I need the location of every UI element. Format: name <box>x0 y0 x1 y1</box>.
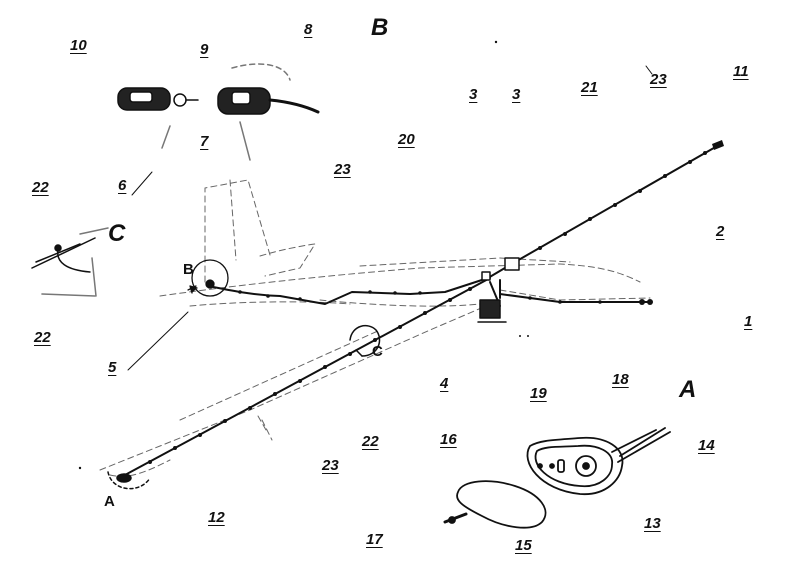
callout-11: 11 <box>733 63 749 80</box>
callout-18: 18 <box>612 371 629 388</box>
callout-13: 13 <box>644 515 661 532</box>
callout-6: 6 <box>118 177 127 194</box>
specks <box>78 40 529 470</box>
main-harness <box>124 144 720 476</box>
callout-16: 16 <box>440 431 457 448</box>
section-c-arc <box>349 324 381 357</box>
leader-lines <box>127 65 653 371</box>
detail-c <box>31 227 109 297</box>
wingtip-light-a <box>107 471 151 490</box>
callout-9: 9 <box>200 41 209 58</box>
callout-22-bottom: 22 <box>362 433 379 450</box>
right-wingtip-light <box>639 140 724 305</box>
junction-box <box>477 257 520 323</box>
callout-2: 2 <box>716 223 725 240</box>
view-label-c: C <box>108 220 126 247</box>
callout-1: 1 <box>744 313 753 330</box>
callout-20: 20 <box>398 131 415 148</box>
callout-19: 19 <box>530 385 547 402</box>
callout-23-mid: 23 <box>334 161 351 178</box>
callout-8: 8 <box>304 21 313 38</box>
harness-clips <box>148 151 707 464</box>
callout-12: 12 <box>208 509 225 526</box>
callout-15: 15 <box>515 537 532 554</box>
callout-4: 4 <box>440 375 449 392</box>
view-label-a: A <box>679 376 697 403</box>
callout-17: 17 <box>366 531 383 548</box>
callout-22-c: 22 <box>34 329 51 346</box>
callout-3a: 3 <box>469 86 478 103</box>
callout-23-top: 23 <box>650 71 667 88</box>
view-label-b: B <box>371 14 389 41</box>
callout-14: 14 <box>698 437 715 454</box>
callout-5: 5 <box>108 359 117 376</box>
tail-light-b <box>187 259 229 297</box>
callout-3b: 3 <box>512 86 521 103</box>
section-mark-b: B <box>183 261 194 278</box>
section-mark-a: A <box>104 493 115 510</box>
callout-22-left: 22 <box>32 179 49 196</box>
callout-7: 7 <box>200 133 209 150</box>
callout-10: 10 <box>70 37 87 54</box>
section-mark-c: C <box>372 343 383 360</box>
callout-23-bottom: 23 <box>322 457 339 474</box>
callout-21: 21 <box>581 79 598 96</box>
aircraft-outline <box>99 179 651 477</box>
detail-a-lens <box>443 480 547 529</box>
detail-b-lamp <box>117 63 320 161</box>
detail-a-housing <box>526 427 671 495</box>
